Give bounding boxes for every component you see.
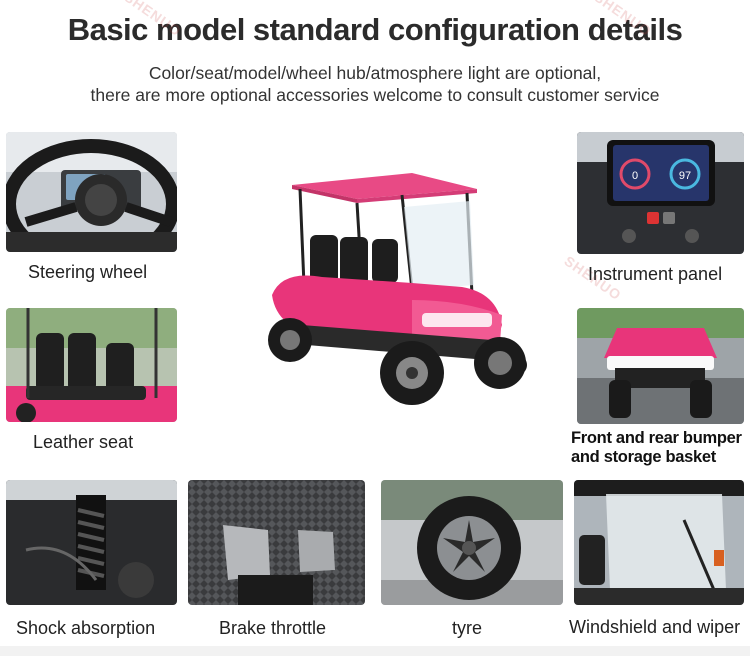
bumper-photo bbox=[577, 308, 744, 424]
caption-bumper-line-1: Front and rear bumper bbox=[571, 429, 742, 447]
caption-instrument-panel: Instrument panel bbox=[588, 264, 723, 284]
caption-leather-seat: Leather seat bbox=[33, 432, 134, 452]
caption-bumper: Front and rear bumper and storage basket bbox=[571, 429, 742, 467]
subtitle-line-2: there are more optional accessories welc… bbox=[90, 85, 660, 105]
page-subtitle: Color/seat/model/wheel hub/atmosphere li… bbox=[0, 62, 750, 106]
brake-throttle-photo bbox=[188, 480, 365, 605]
right-gauge-readout: 97 bbox=[679, 170, 691, 182]
page-title: Basic model standard configuration detai… bbox=[67, 12, 683, 47]
golf-cart-photo bbox=[262, 165, 532, 420]
instrument-panel-photo: 0 97 bbox=[577, 132, 744, 254]
caption-shock-absorption: Shock absorption bbox=[16, 618, 156, 638]
caption-brake-throttle: Brake throttle bbox=[219, 618, 327, 638]
windshield-photo bbox=[574, 480, 744, 605]
subtitle-line-1: Color/seat/model/wheel hub/atmosphere li… bbox=[148, 63, 602, 83]
tyre-photo bbox=[381, 480, 563, 605]
leather-seat-photo bbox=[6, 308, 177, 422]
left-gauge-readout: 0 bbox=[632, 170, 638, 182]
steering-wheel-photo bbox=[6, 132, 177, 252]
caption-tyre: tyre bbox=[452, 618, 483, 638]
caption-bumper-line-2: and storage basket bbox=[571, 448, 716, 466]
footer-strip bbox=[0, 646, 750, 656]
caption-windshield: Windshield and wiper bbox=[569, 617, 741, 637]
caption-steering-wheel: Steering wheel bbox=[28, 262, 148, 282]
shock-absorption-photo bbox=[6, 480, 177, 605]
